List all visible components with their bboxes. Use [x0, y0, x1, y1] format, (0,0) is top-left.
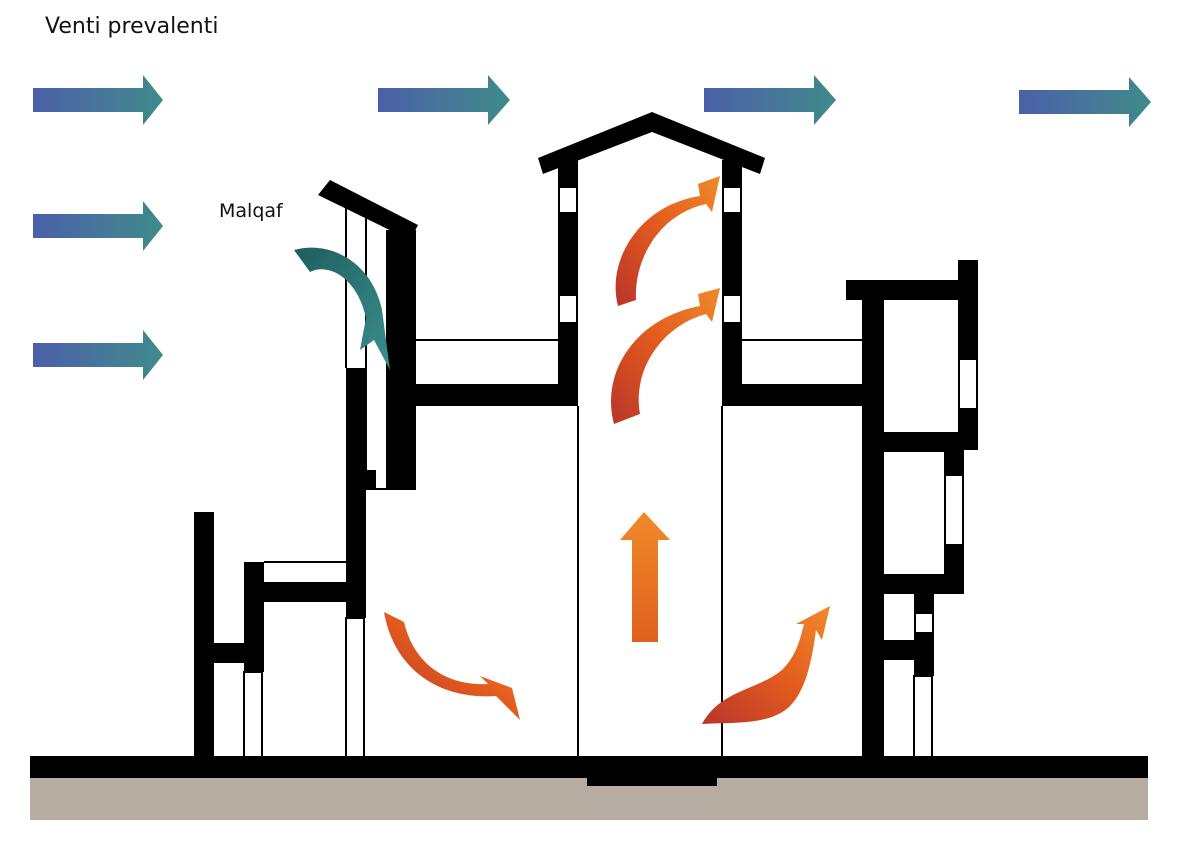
wind-arrow-6 — [33, 330, 163, 380]
wind-arrow-4 — [1019, 77, 1151, 127]
wind-arrow-2 — [378, 75, 510, 125]
malqaf-building — [318, 180, 578, 578]
warm-air-swirl-upper — [615, 176, 720, 306]
warm-air-up-arrow — [620, 512, 670, 642]
warm-air-swirl-left-room — [384, 612, 520, 720]
malqaf-label: Malqaf — [219, 200, 283, 222]
tower-footing — [587, 762, 717, 786]
central-tower — [538, 112, 765, 758]
malqaf-intake-arrow — [294, 247, 390, 370]
wind-arrow-1 — [33, 75, 163, 125]
diagram-title: Venti prevalenti — [45, 14, 219, 39]
wind-arrow-5 — [33, 201, 163, 251]
wind-arrow-3 — [704, 75, 836, 125]
right-building — [742, 260, 978, 759]
warm-air-swirl-right-room — [702, 606, 830, 724]
left-building — [194, 512, 366, 759]
warm-air-swirl-middle — [610, 288, 720, 424]
